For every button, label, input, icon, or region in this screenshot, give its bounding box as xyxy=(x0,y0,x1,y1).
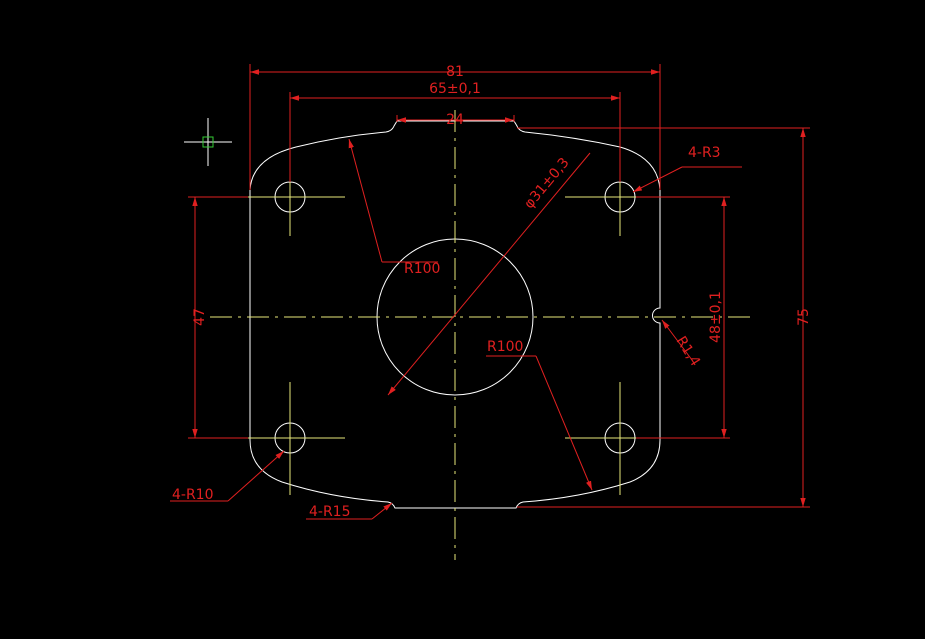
dim-overall-width-text: 81 xyxy=(446,64,464,80)
dim-hole-spacing-text: 65±0,1 xyxy=(429,81,481,97)
dim-overall-height: 75 xyxy=(517,127,812,508)
dim-overall-width: 81 xyxy=(249,64,661,190)
dim-height-left: 47 xyxy=(188,196,248,439)
dim-corner-radius: 4-R10 xyxy=(170,450,285,503)
dim-hole-radius: 4-R3 xyxy=(632,145,742,193)
dim-hole-vertical-text: 48±0,1 xyxy=(708,291,724,343)
dim-arc-lower-text: R100 xyxy=(487,339,523,355)
dim-hole-spacing: 65±0,1 xyxy=(289,81,621,182)
dim-top-notch-text: 24 xyxy=(446,112,464,128)
dim-height-left-text: 47 xyxy=(192,308,208,326)
dim-top-notch: 24 xyxy=(396,112,515,128)
part-outline xyxy=(249,120,661,509)
dim-corner-radius-text: 4-R10 xyxy=(172,487,214,503)
centerlines xyxy=(210,110,750,560)
dim-arc-upper: R100 xyxy=(348,138,440,277)
crosshair-cursor-icon xyxy=(184,118,232,166)
dim-arc-lower: R100 xyxy=(486,339,593,491)
dim-side-radius: R1,4 xyxy=(661,319,704,370)
dim-edge-radius: 4-R15 xyxy=(306,502,393,520)
dim-side-radius-text: R1,4 xyxy=(673,334,704,370)
dim-arc-upper-text: R100 xyxy=(404,261,440,277)
dim-edge-radius-text: 4-R15 xyxy=(309,504,351,520)
dim-overall-height-text: 75 xyxy=(796,308,812,326)
dim-hole-vertical: 48±0,1 xyxy=(636,196,730,439)
dim-hole-radius-text: 4-R3 xyxy=(688,145,721,161)
